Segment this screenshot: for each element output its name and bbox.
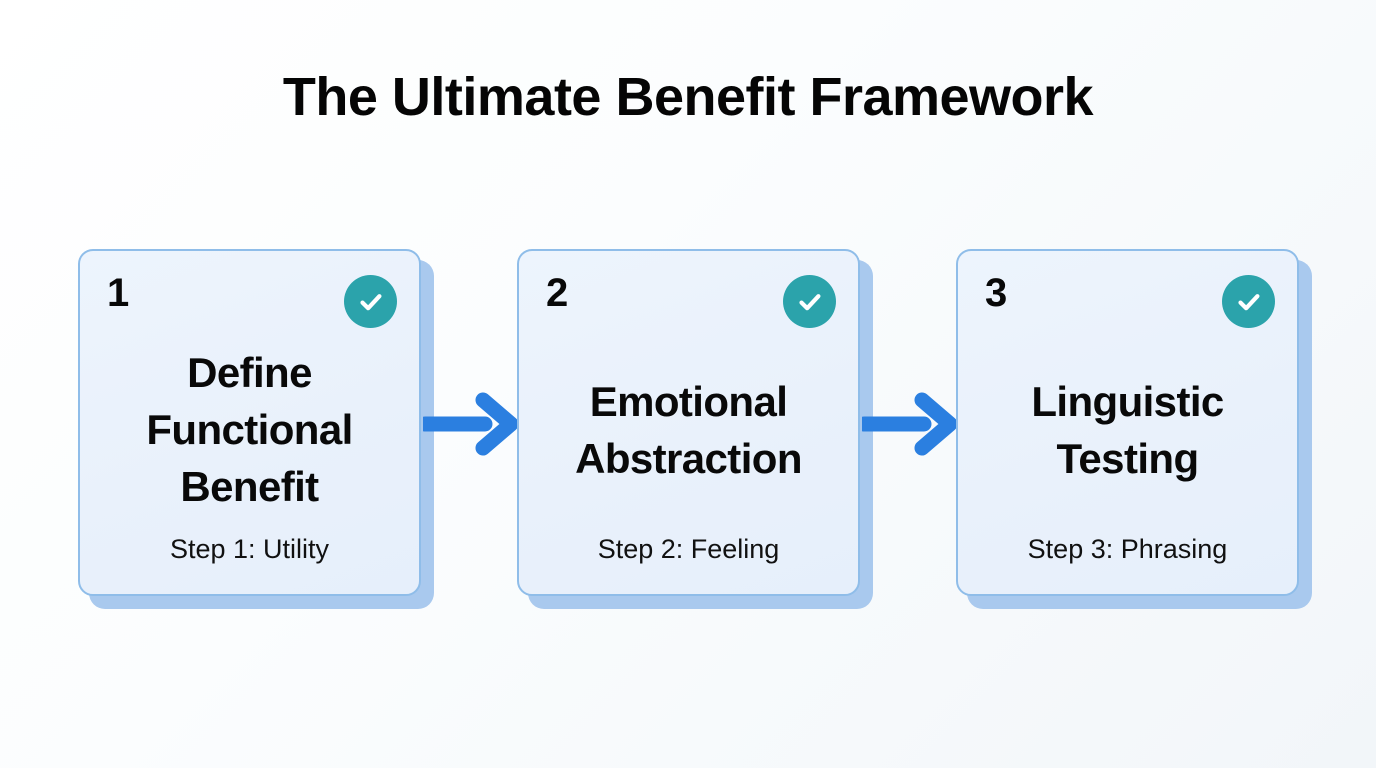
step-subtitle: Step 3: Phrasing bbox=[1027, 534, 1228, 564]
card-surface[interactable]: 1 Define Functional Benefit Step 1: Util… bbox=[78, 249, 421, 596]
process-flow: 1 Define Functional Benefit Step 1: Util… bbox=[0, 249, 1376, 609]
step-title: Emotional Abstraction bbox=[575, 377, 802, 482]
page-title: The Ultimate Benefit Framework bbox=[282, 67, 1094, 127]
step-title: Define Functional Benefit bbox=[146, 349, 353, 510]
step-number: 1 bbox=[107, 271, 130, 315]
step-title: Linguistic Testing bbox=[1031, 377, 1224, 482]
card-surface[interactable]: 2 Emotional Abstraction Step 2: Feeling bbox=[517, 249, 860, 596]
step-card-2[interactable]: 2 Emotional Abstraction Step 2: Feeling bbox=[517, 249, 873, 609]
step-number: 2 bbox=[546, 271, 569, 315]
card-surface[interactable]: 3 Linguistic Testing Step 3: Phrasing bbox=[956, 249, 1299, 596]
check-circle-icon bbox=[344, 275, 397, 328]
step-card-1[interactable]: 1 Define Functional Benefit Step 1: Util… bbox=[78, 249, 434, 609]
step-subtitle: Step 2: Feeling bbox=[597, 534, 780, 564]
step-number: 3 bbox=[985, 271, 1008, 315]
step-card-3[interactable]: 3 Linguistic Testing Step 3: Phrasing bbox=[956, 249, 1312, 609]
check-circle-icon bbox=[1222, 275, 1275, 328]
check-circle-icon bbox=[783, 275, 836, 328]
arrow-right-icon bbox=[423, 389, 519, 459]
arrow-right-icon bbox=[862, 389, 958, 459]
step-subtitle: Step 1: Utility bbox=[169, 534, 330, 564]
